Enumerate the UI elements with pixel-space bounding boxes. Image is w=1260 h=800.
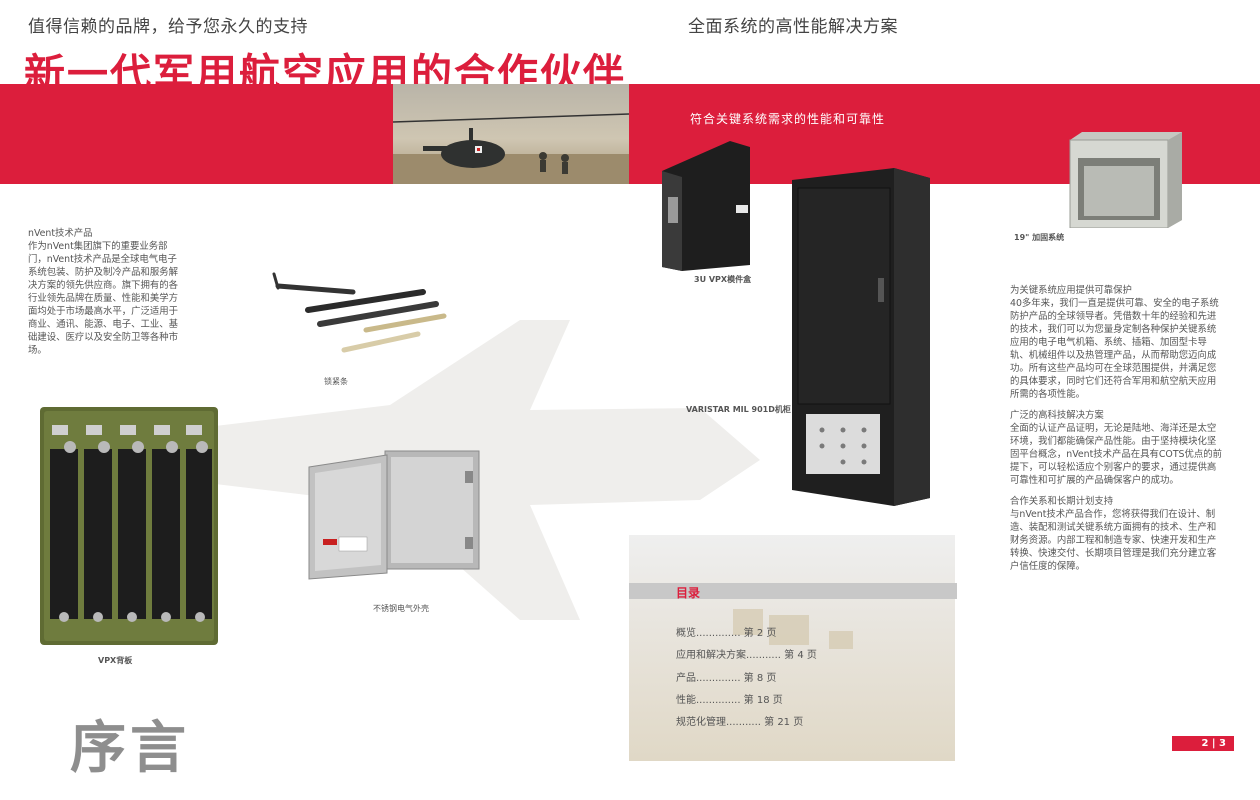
section-heading: 合作关系和长期计划支持 xyxy=(1010,496,1114,507)
section-title: 序言 xyxy=(70,716,190,781)
toc-title: 目录 xyxy=(676,586,701,600)
caption-lock-strip: 锁紧条 xyxy=(324,377,348,386)
toc-entry[interactable]: 规范化管理........... 第 21 页 xyxy=(676,717,804,728)
rugged-system-image xyxy=(1068,130,1184,229)
caption-vpx-box: 3U VPX模件盒 xyxy=(694,275,752,284)
intro-block: nVent技术产品 作为nVent集团旗下的重要业务部门，nVent技术产品是全… xyxy=(28,227,180,357)
caption-varistar: VARISTAR MIL 901D机柜 xyxy=(686,405,791,414)
intro-heading: nVent技术产品 xyxy=(28,228,93,239)
caption-vpx-backplane: VPX背板 xyxy=(98,656,133,665)
section-heading: 广泛的高科技解决方案 xyxy=(1010,410,1104,421)
section-reliable-protection: 为关键系统应用提供可靠保护 40多年来，我们一直是提供可靠、安全的电子系统防护产… xyxy=(1010,284,1224,401)
page-numbers: 2 | 3 xyxy=(1172,736,1234,751)
section-partnership: 合作关系和长期计划支持 与nVent技术产品合作，您将获得我们在设计、制造、装配… xyxy=(1010,495,1224,573)
toc-entry[interactable]: 应用和解决方案........... 第 4 页 xyxy=(676,650,817,661)
varistar-cabinet-image xyxy=(792,168,930,506)
toc-entry[interactable]: 性能.............. 第 18 页 xyxy=(676,695,783,706)
caption-stainless-enclosure: 不锈钢电气外壳 xyxy=(373,604,429,613)
section-body: 40多年来，我们一直是提供可靠、安全的电子系统防护产品的全球领导者。凭借数十年的… xyxy=(1010,298,1219,400)
tagline-right: 全面系统的高性能解决方案 xyxy=(688,17,898,37)
section-body: 全面的认证产品证明，无论是陆地、海洋还是太空环境，我们都能确保产品性能。由于坚持… xyxy=(1010,423,1222,486)
caption-rugged-system: 19" 加固系统 xyxy=(1014,233,1065,242)
red-band xyxy=(0,84,1260,184)
toc-entry[interactable]: 产品.............. 第 8 页 xyxy=(676,673,777,684)
stainless-enclosure-image xyxy=(307,441,485,581)
toc-title-bar xyxy=(629,583,957,599)
helicopter-photo xyxy=(393,84,629,184)
section-hightech-solutions: 广泛的高科技解决方案 全面的认证产品证明，无论是陆地、海洋还是太空环境，我们都能… xyxy=(1010,409,1224,487)
section-body: 与nVent技术产品合作，您将获得我们在设计、制造、装配和测试关键系统方面拥有的… xyxy=(1010,509,1217,572)
intro-body: 作为nVent集团旗下的重要业务部门，nVent技术产品是全球电气电子系统包装、… xyxy=(28,241,179,356)
toc-entry[interactable]: 概览.............. 第 2 页 xyxy=(676,628,777,639)
section-heading: 为关键系统应用提供可靠保护 xyxy=(1010,285,1132,296)
vpx-box-image xyxy=(660,137,752,273)
lock-strip-image xyxy=(268,272,458,362)
tagline-left: 值得信赖的品牌，给予您永久的支持 xyxy=(28,17,308,37)
vpx-backplane-image xyxy=(40,407,218,645)
band-subtitle: 符合关键系统需求的性能和可靠性 xyxy=(690,112,886,126)
toc-background-photo xyxy=(629,535,955,761)
